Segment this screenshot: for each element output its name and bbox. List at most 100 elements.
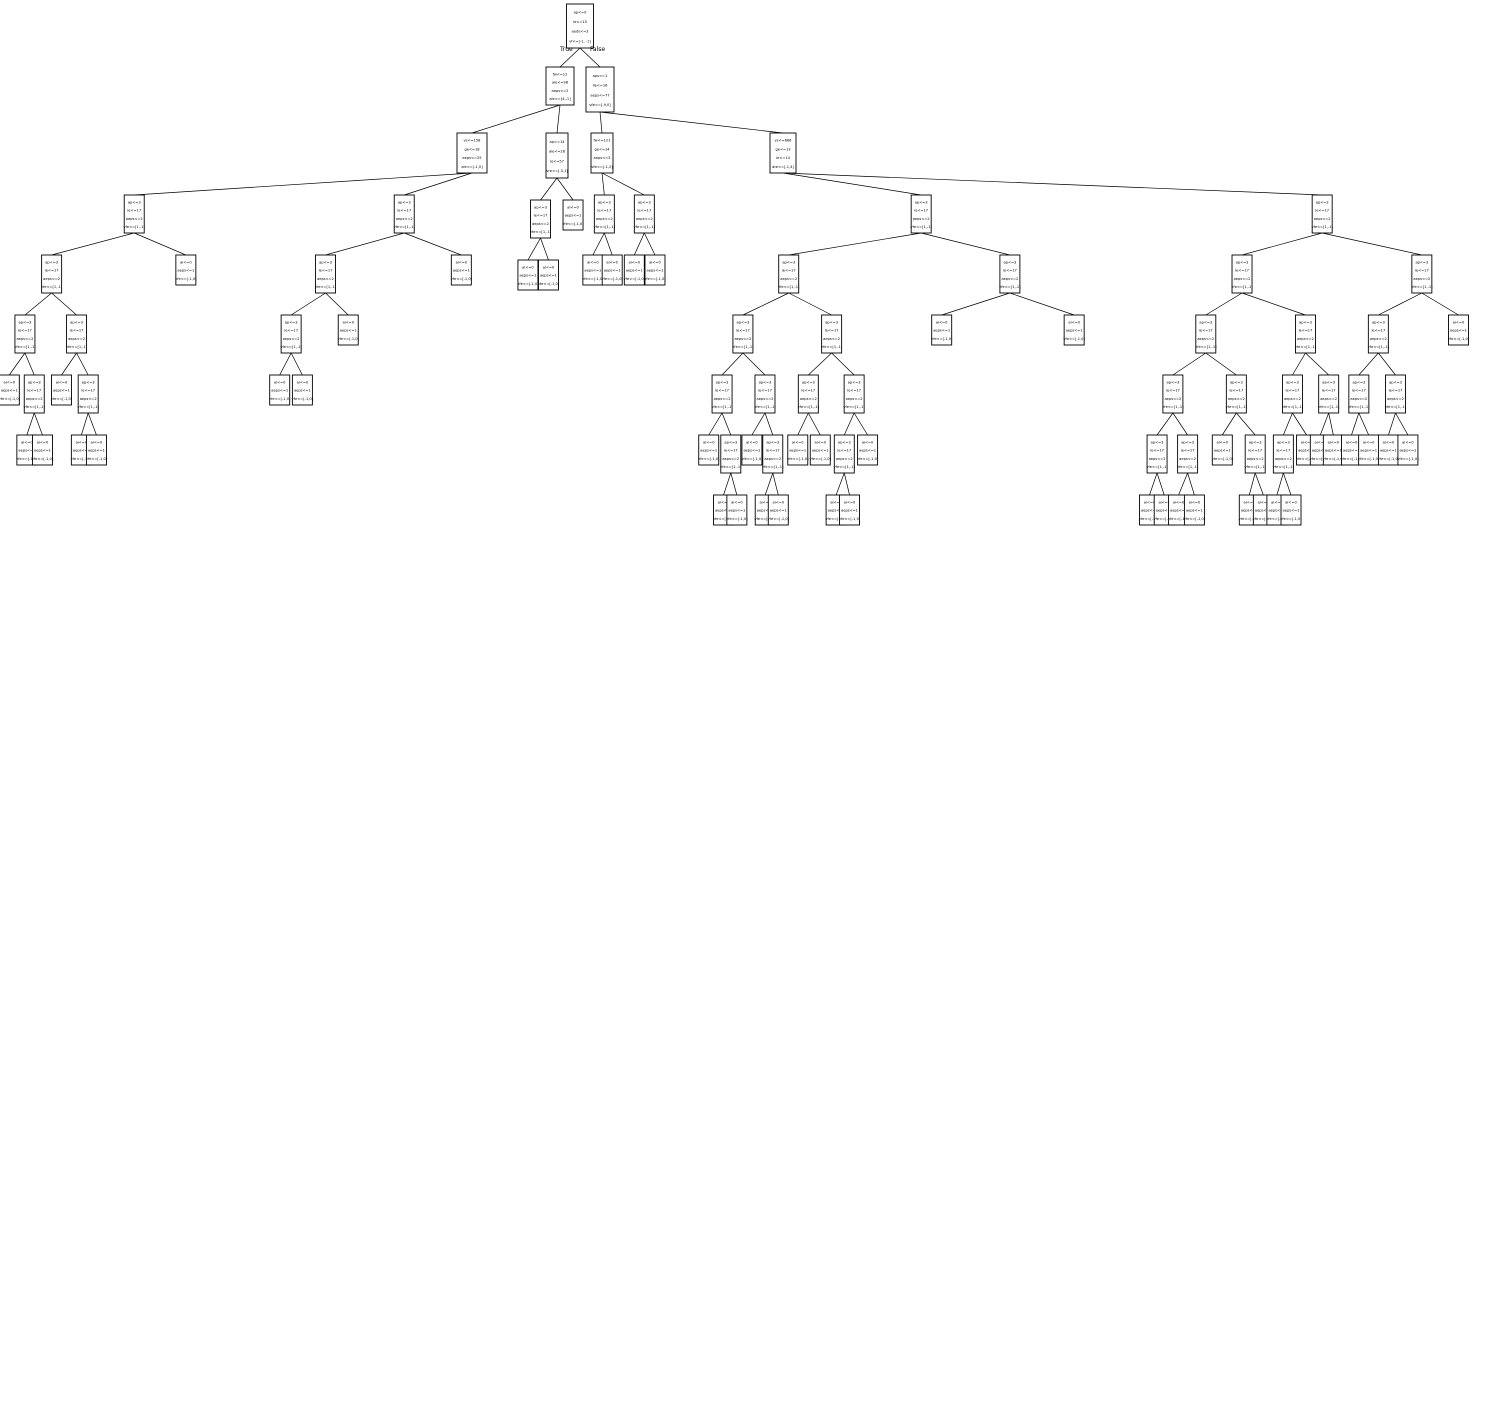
tree-edge <box>1149 472 1158 496</box>
node-text-line: ap<=3 <box>19 320 32 324</box>
node-text-line: ie<=17 <box>18 329 32 333</box>
node-text-line: vfe<=[1,-1] <box>778 285 800 289</box>
node-box <box>1348 374 1370 414</box>
node-text-line: vfe<=[-1,0] <box>1139 517 1161 521</box>
node-text-line: ai<=0 <box>522 265 534 269</box>
node-text-line: vfe<=[1,-1] <box>1195 345 1217 349</box>
node-text-line: aeps<=2 <box>26 397 43 401</box>
node-text-line: aeps<=1 <box>812 449 829 453</box>
node-text-line: aeps<=2 <box>1179 457 1196 461</box>
node-text-line: ie<=17 <box>1199 329 1213 333</box>
node-box <box>821 314 843 354</box>
node-box <box>999 254 1021 294</box>
node-text-line: aeps<=1 <box>1241 509 1258 513</box>
tree-edge <box>788 292 832 316</box>
tree-edges <box>9 47 1459 496</box>
node-text-line: ap<=3 <box>1389 380 1402 384</box>
node-text-line: ie<=14 <box>776 156 791 160</box>
node-text-line: ai<=0 <box>1346 440 1358 444</box>
node-text-line: vfe<=[1,-1] <box>315 285 337 289</box>
node-text-line: aeps<=2 <box>68 337 85 341</box>
node-text-line: vfe<=[-1,0] <box>538 282 560 286</box>
tree-edge <box>1156 412 1174 436</box>
node-text-line: ai<=0 <box>21 440 33 444</box>
node-text-line: aeps<=2 <box>1413 277 1430 281</box>
node-text-line: vfe<=[1,-1] <box>1368 345 1390 349</box>
node-box <box>1063 314 1085 346</box>
node-box <box>767 494 789 526</box>
node-text-line: vfe<=[-1,0] <box>175 277 197 281</box>
node-text-line: ai<=0 <box>759 500 771 504</box>
node-text-line: aeps<=2 <box>1001 277 1018 281</box>
tree-edge <box>1172 412 1188 436</box>
node-text-line: vfe<=[-1,0] <box>768 517 790 521</box>
node-text-line: vfe<=[-1,0] <box>1280 517 1302 521</box>
node-box <box>741 434 763 466</box>
tree-edge <box>1292 412 1307 436</box>
node-text-line: aeps<=2 <box>1387 397 1404 401</box>
node-text-line: ap<=3 <box>737 320 750 324</box>
node-text-line: aeps<=2 <box>913 217 930 221</box>
node-text-line: aeps<=1 <box>1312 449 1329 453</box>
node-text-line: aeps<=2 <box>757 397 774 401</box>
tree-edge <box>51 292 77 316</box>
node-text-line: ie<=17 <box>914 209 928 213</box>
node-text-line: ai<=0 <box>830 500 842 504</box>
node-text-line: aeps<=1 <box>540 274 557 278</box>
tree-edge <box>24 352 35 376</box>
node-text-line: ap<=3 <box>285 320 298 324</box>
node-text-line: ai<=0 <box>456 260 468 264</box>
tree-edge <box>723 472 732 496</box>
node-text-line: aeps<=2 <box>1275 457 1292 461</box>
node-text-line: ai<=0 <box>1383 440 1395 444</box>
node-text-line: aeps<=2 <box>126 217 143 221</box>
node-text-line: vfe<=[-1,0] <box>839 517 861 521</box>
node-text-line: vfe<=[-1,0] <box>1358 457 1380 461</box>
node-text-line: aeps<=1 <box>565 214 582 218</box>
node-text-line: aeps<=2 <box>1228 397 1245 401</box>
node-box <box>833 434 855 474</box>
node-text-line: vfe<=[1,-1] <box>821 345 843 349</box>
node-text-line: aeps<=1 <box>789 449 806 453</box>
node-text-line: ie<=17 <box>1003 269 1017 273</box>
node-text-line: vfe<=[-1,0] <box>741 457 763 461</box>
tree-edge <box>764 472 774 496</box>
node-text-line: ai<=0 <box>606 260 618 264</box>
node-box <box>1385 374 1406 414</box>
node-text-line: vfe<=[-1,0] <box>931 337 953 341</box>
node-box <box>1211 434 1233 466</box>
node-text-line: aeps<=2 <box>836 457 853 461</box>
node-text-line: vs<=158 <box>464 139 482 143</box>
node-text-line: ap<=3 <box>1167 380 1180 384</box>
node-text-line: ie<=17 <box>1389 389 1403 393</box>
node-box <box>1448 314 1469 346</box>
node-text-line: aeps<=1 <box>1186 509 1203 513</box>
node-text-line: ap<=3 <box>838 440 851 444</box>
node-text-line: vfe<=[-1,0] <box>601 277 623 281</box>
node-text-line: aie<=98 <box>552 81 569 85</box>
node-text-line: ie<=17 <box>397 209 411 213</box>
node-text-line: ap<=3 <box>716 380 729 384</box>
node-text-line: ap<=0 <box>574 11 588 15</box>
node-box <box>1183 494 1205 526</box>
node-text-line: vfe<=[1,-1] <box>66 345 88 349</box>
